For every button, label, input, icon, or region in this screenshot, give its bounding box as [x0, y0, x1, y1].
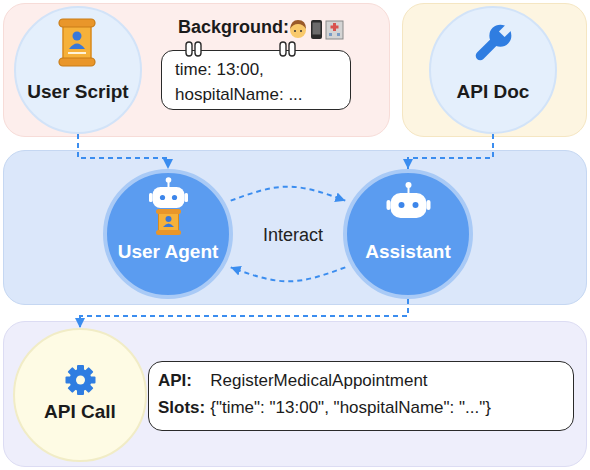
group-band: User ScriptBackground:time: 13:00, hospi… [3, 3, 390, 137]
binder-rings [186, 42, 295, 56]
dashed-arrow [80, 299, 408, 328]
hospital-icon [326, 21, 343, 39]
agent-circle: User Agent [103, 169, 233, 299]
edge-label: Interact [263, 225, 323, 246]
scroll-icon [59, 19, 95, 66]
api-call-box: API:RegisterMedicalAppointmentSlots:{"ti… [148, 361, 574, 431]
phone-icon [311, 20, 322, 39]
text-group: Assistant [347, 241, 469, 263]
node-label: time: 13:00, hospitalName: ... [175, 57, 345, 107]
robot-icon [149, 177, 188, 235]
dashed-arrow [231, 187, 346, 201]
gear-icon [66, 365, 96, 395]
robot-icon [387, 182, 431, 218]
wrench-icon [469, 17, 518, 66]
group-band: User Agent Assistant [3, 150, 587, 305]
group-band: API Call API:RegisterMedicalAppointmentSl… [3, 321, 587, 467]
node-label: Slots: [158, 394, 205, 421]
person-icon [290, 20, 306, 38]
node-label: API: [158, 367, 205, 394]
node-label: API Doc [431, 81, 555, 103]
group-band: API Doc [402, 3, 587, 137]
text-group: API Call [15, 401, 145, 423]
role-circle: API Call [13, 328, 147, 462]
text-group: API:RegisterMedicalAppointmentSlots:{"ti… [158, 367, 491, 421]
node-label: API Call [15, 401, 145, 423]
role-circle: API Doc [429, 6, 557, 134]
node-label: User Agent [107, 241, 229, 263]
text-group: User Script [16, 81, 140, 103]
node-label: User Script [16, 81, 140, 103]
notebook-box: Background:time: 13:00, hospitalName: ..… [161, 50, 351, 110]
agent-circle: Assistant [343, 169, 473, 299]
node-label: Assistant [347, 241, 469, 263]
node-label: {"time": "13:00", "hospitalName": "..."} [210, 394, 491, 421]
node-label: RegisterMedicalAppointment [210, 367, 491, 394]
dashed-arrow [408, 134, 493, 169]
text-group: API Doc [431, 81, 555, 103]
text-group: User Agent [107, 241, 229, 263]
dashed-arrow [78, 134, 168, 169]
dashed-arrow [231, 267, 346, 281]
node-label: Background: [178, 16, 289, 38]
role-circle: User Script [14, 6, 142, 134]
